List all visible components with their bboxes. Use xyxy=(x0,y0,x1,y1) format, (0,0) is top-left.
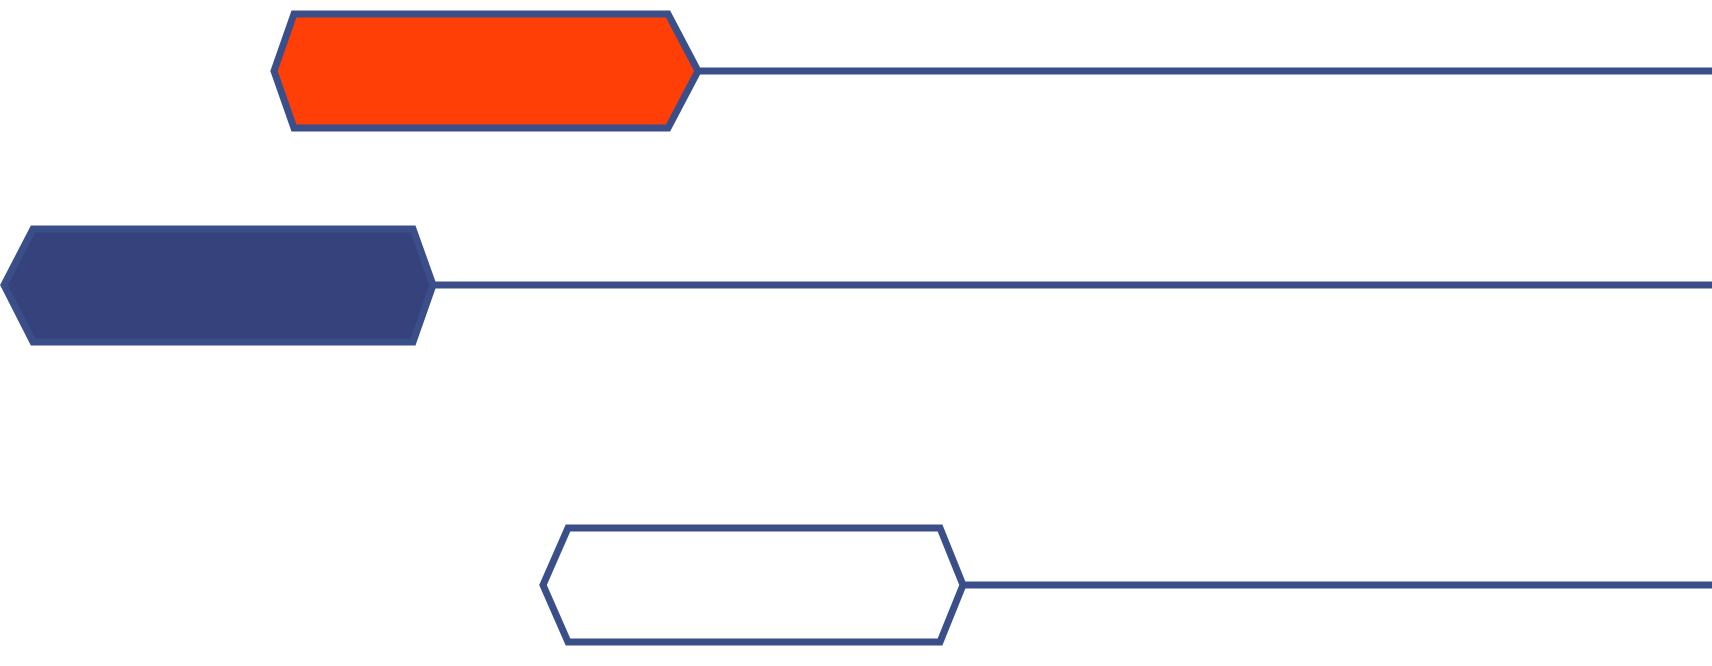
hexagon-node-navy[interactable] xyxy=(0,225,437,346)
hexagon-node-empty[interactable] xyxy=(539,524,967,646)
hexagon-node-orange[interactable] xyxy=(270,10,702,132)
